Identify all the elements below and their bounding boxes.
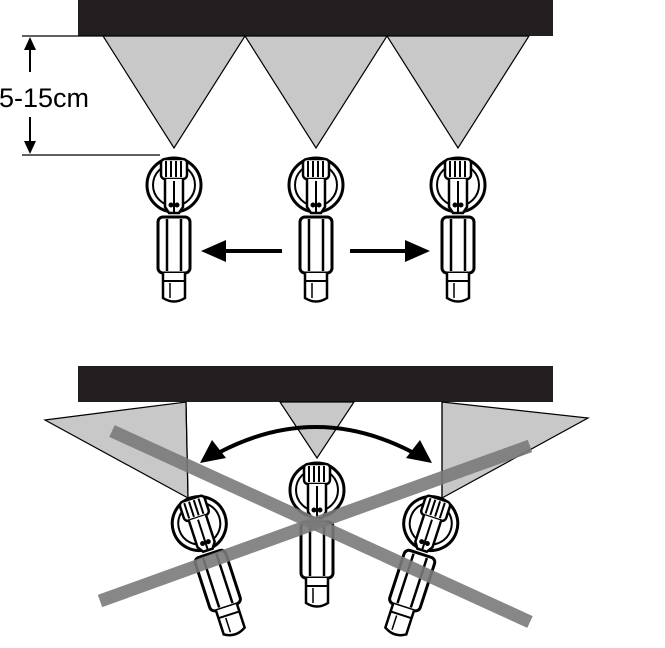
correct-mounting-panel: 5-15cm	[0, 0, 553, 303]
spray-cone-right	[385, 35, 531, 150]
rotate-right-arrow-icon	[406, 440, 432, 463]
nozzle-center-icon	[287, 156, 345, 303]
rotate-left-arrow-icon	[200, 440, 226, 463]
mounting-bar-bottom	[78, 366, 553, 402]
arrow-right-icon	[405, 240, 430, 262]
mounting-bar-top	[78, 0, 553, 36]
dimension-arrow-down-icon	[24, 141, 36, 154]
incorrect-cross-stroke-2	[97, 439, 533, 608]
nozzle-left-icon	[145, 156, 203, 303]
distance-label: 5-15cm	[0, 83, 89, 113]
rotation-arc	[219, 425, 413, 454]
spray-cone-left	[101, 35, 247, 150]
spray-cone-center	[243, 35, 389, 150]
nozzle-right-icon	[429, 156, 487, 303]
incorrect-mounting-panel	[43, 366, 590, 645]
distance-dimension: 5-15cm	[0, 35, 160, 156]
arrow-left-icon	[201, 240, 226, 262]
dimension-arrow-up-icon	[24, 37, 36, 50]
